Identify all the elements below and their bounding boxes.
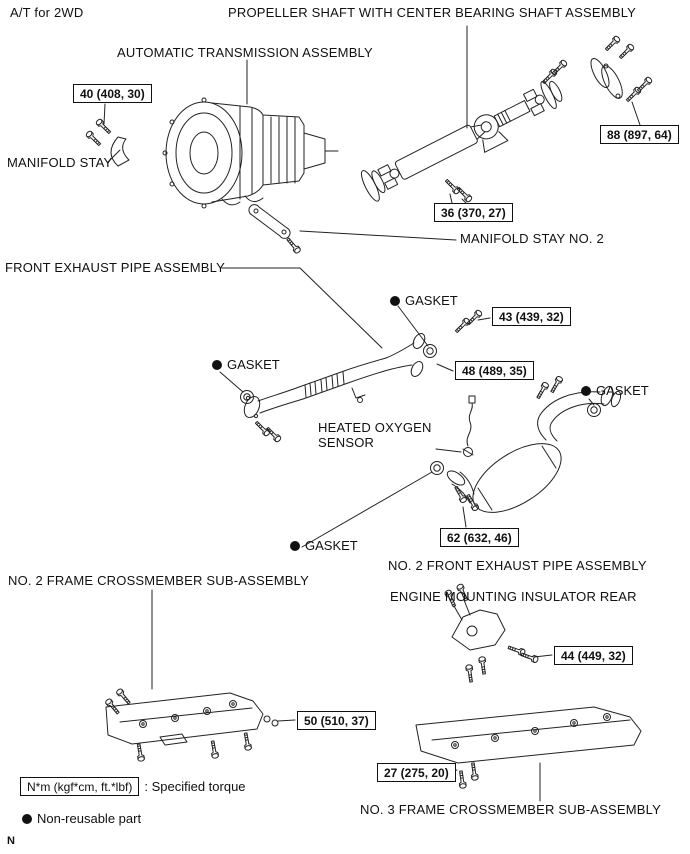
bolt-icon [452, 484, 468, 505]
non-reusable-legend: Non-reusable part [22, 811, 141, 826]
gasket-callout-top: GASKET [390, 293, 458, 308]
no2-front-exhaust-pipe-label: NO. 2 FRONT EXHAUST PIPE ASSEMBLY [388, 558, 647, 573]
bolt-icon [84, 129, 103, 148]
propeller-shaft-drawing [360, 34, 654, 204]
bolt-icon [617, 42, 636, 61]
bolt-icon [241, 732, 253, 752]
bolt-icon [534, 380, 550, 401]
bolt-hole-icon [203, 707, 211, 715]
gasket-label: GASKET [305, 538, 358, 553]
bolt-hole-icon [171, 714, 179, 722]
non-reusable-icon [290, 540, 300, 551]
oxygen-sensor-drawing [462, 395, 476, 457]
gasket-callout-bottom: GASKET [290, 538, 358, 553]
bolt-icon [455, 185, 474, 204]
heated-oxygen-sensor-label: HEATED OXYGEN SENSOR [318, 420, 432, 450]
bolt-hole-icon [229, 700, 237, 708]
bolt-icon [465, 663, 475, 683]
leader-lines [103, 25, 641, 802]
torque-callout-front-pipe-lower: 48 (489, 35) [455, 361, 534, 380]
bolt-icon [284, 236, 302, 255]
bolt-hole-icon [491, 734, 499, 742]
gasket-ring-icon [430, 461, 444, 475]
bolt-icon [550, 58, 569, 77]
no2-frame-crossmember-label: NO. 2 FRAME CROSSMEMBER SUB-ASSEMBLY [8, 573, 309, 588]
automatic-transmission-label: AUTOMATIC TRANSMISSION ASSEMBLY [117, 45, 373, 60]
no3-crossmember-drawing [415, 655, 642, 790]
bolt-icon [457, 770, 467, 790]
bolt-icon [453, 316, 472, 335]
bolt-icon [469, 762, 479, 782]
propeller-shaft-label: PROPELLER SHAFT WITH CENTER BEARING SHAF… [228, 5, 637, 20]
bolt-hole-icon [139, 720, 147, 728]
no3-frame-crossmember-label: NO. 3 FRAME CROSSMEMBER SUB-ASSEMBLY [360, 802, 661, 817]
bolt-icon [134, 743, 146, 763]
corner-note: A/T for 2WD [10, 5, 84, 20]
manifold-stay-2-drawing [248, 204, 302, 255]
gasket-callout-left: GASKET [212, 357, 280, 372]
bolt-icon [264, 425, 283, 444]
non-reusable-icon [390, 295, 400, 306]
non-reusable-text: Non-reusable part [37, 811, 142, 826]
transmission-drawing [162, 97, 339, 209]
gasket-label: GASKET [227, 357, 280, 372]
front-exhaust-pipe-label: FRONT EXHAUST PIPE ASSEMBLY [5, 260, 225, 275]
gasket-callout-right: GASKET [581, 383, 649, 398]
torque-callout-no2-pipe: 62 (632, 46) [440, 528, 519, 547]
torque-callout-no3-crossmember: 27 (275, 20) [377, 763, 456, 782]
front-exhaust-pipe-drawing [240, 308, 484, 444]
manifold-stay-2-label: MANIFOLD STAY NO. 2 [460, 231, 604, 246]
bolt-icon [115, 687, 133, 706]
no2-crossmember-drawing [104, 687, 279, 763]
torque-callout-engine-mounting: 44 (449, 32) [554, 646, 633, 665]
torque-callout-manifold-stay: 40 (408, 30) [73, 84, 152, 103]
bolt-icon [635, 75, 654, 94]
gasket-label: GASKET [596, 383, 649, 398]
bolt-hole-icon [603, 713, 611, 721]
torque-unit-box: N*m (kgf*cm, ft.*lbf) [20, 777, 140, 796]
bolt-icon [443, 177, 462, 196]
footer-mark: N [7, 835, 15, 847]
torque-callout-propeller-front: 36 (370, 27) [434, 203, 513, 222]
torque-legend-text: : Specified torque [144, 779, 246, 794]
engine-mounting-insulator-label: ENGINE MOUNTING INSULATOR REAR [390, 589, 637, 604]
bolt-icon [94, 117, 113, 136]
no2-exhaust-pipe-drawing [430, 374, 622, 513]
gasket-ring-icon [423, 344, 437, 358]
bolt-icon [478, 655, 488, 675]
bolt-hole-icon [451, 741, 459, 749]
non-reusable-icon [22, 813, 32, 824]
torque-callout-front-pipe-upper: 43 (439, 32) [492, 307, 571, 326]
torque-callout-propeller-rear: 88 (897, 64) [600, 125, 679, 144]
engine-mounting-drawing [443, 582, 540, 664]
manifold-stay-label: MANIFOLD STAY [7, 155, 113, 170]
manifold-stay-drawing [84, 117, 130, 167]
bolt-hole-icon [531, 727, 539, 735]
bolt-icon [603, 34, 622, 53]
torque-callout-no2-crossmember: 50 (510, 37) [297, 711, 376, 730]
bolt-icon [506, 643, 527, 657]
non-reusable-icon [581, 385, 591, 396]
non-reusable-icon [212, 359, 222, 370]
bolt-icon [548, 374, 564, 395]
bolt-icon [464, 492, 480, 513]
torque-legend: N*m (kgf*cm, ft.*lbf) : Specified torque [20, 777, 246, 796]
gasket-label: GASKET [405, 293, 458, 308]
bolt-icon [253, 419, 272, 438]
bolt-icon [465, 308, 484, 327]
bolt-icon [208, 740, 220, 760]
